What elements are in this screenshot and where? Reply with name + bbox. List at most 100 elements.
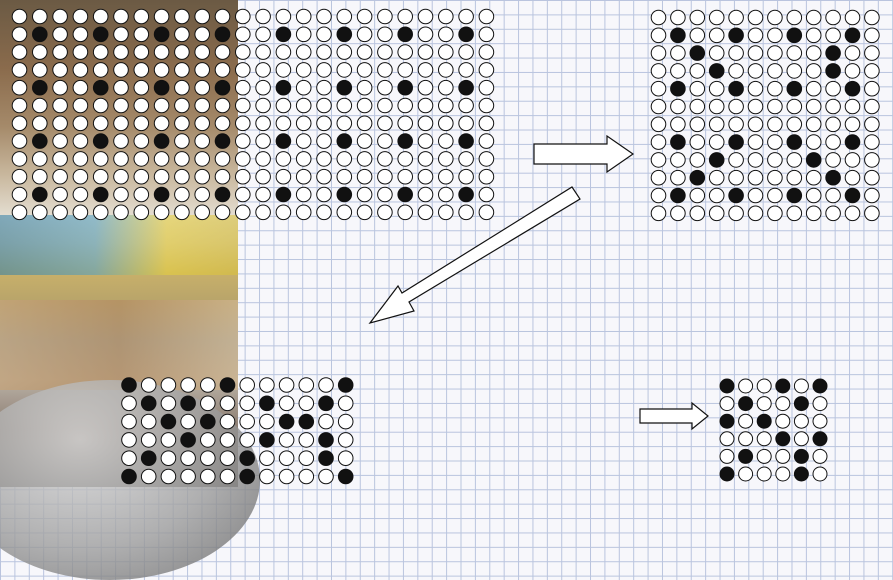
empty-dot [709,135,724,150]
empty-dot [122,433,137,448]
empty-dot [757,467,771,481]
empty-dot [418,9,433,24]
empty-dot [134,116,149,131]
filled-dot [459,80,474,95]
empty-dot [53,187,68,202]
empty-dot [296,27,311,42]
empty-dot [175,45,190,60]
filled-dot [141,396,156,411]
filled-dot [806,153,821,168]
empty-dot [195,63,210,78]
empty-dot [93,152,108,167]
empty-dot [195,80,210,95]
empty-dot [439,152,454,167]
empty-dot [122,451,137,466]
filled-dot [338,469,353,484]
empty-dot [357,134,372,149]
empty-dot [33,63,48,78]
empty-dot [690,10,705,25]
empty-dot [122,396,137,411]
empty-dot [357,9,372,24]
filled-dot [154,134,169,149]
filled-dot [709,64,724,79]
empty-dot [671,206,686,221]
empty-dot [748,46,763,61]
filled-dot [459,134,474,149]
empty-dot [729,206,744,221]
filled-dot [459,27,474,42]
empty-dot [418,27,433,42]
empty-dot [845,206,860,221]
empty-dot [33,169,48,184]
filled-dot [845,188,860,203]
empty-dot [236,45,251,60]
empty-dot [53,45,68,60]
empty-dot [768,99,783,114]
empty-dot [690,153,705,168]
empty-dot [296,80,311,95]
empty-dot [73,45,88,60]
filled-dot [776,432,790,446]
empty-dot [195,45,210,60]
empty-dot [236,27,251,42]
empty-dot [865,46,880,61]
empty-dot [459,45,474,60]
empty-dot [154,169,169,184]
empty-dot [378,169,393,184]
filled-dot [240,451,255,466]
empty-dot [729,10,744,25]
empty-dot [154,116,169,131]
empty-dot [813,467,827,481]
empty-dot [690,117,705,132]
filled-dot [671,135,686,150]
empty-dot [671,170,686,185]
empty-dot [748,10,763,25]
empty-dot [317,98,332,113]
empty-dot [865,99,880,114]
empty-dot [220,433,235,448]
empty-dot [33,205,48,220]
empty-dot [806,135,821,150]
empty-dot [768,28,783,43]
empty-dot [338,451,353,466]
empty-dot [865,188,880,203]
empty-dot [690,64,705,79]
filled-dot [794,397,808,411]
empty-dot [787,10,802,25]
empty-dot [276,205,291,220]
empty-dot [195,27,210,42]
empty-dot [865,153,880,168]
empty-dot [134,80,149,95]
empty-dot [398,63,413,78]
empty-dot [319,378,334,393]
empty-dot [114,116,129,131]
empty-dot [787,64,802,79]
empty-dot [296,9,311,24]
empty-dot [114,27,129,42]
empty-dot [141,414,156,429]
empty-dot [729,99,744,114]
empty-dot [709,99,724,114]
empty-dot [826,117,841,132]
empty-dot [806,99,821,114]
empty-dot [748,170,763,185]
empty-dot [260,451,275,466]
empty-dot [220,469,235,484]
empty-dot [418,152,433,167]
empty-dot [220,414,235,429]
empty-dot [12,45,27,60]
filled-dot [729,188,744,203]
filled-dot [276,80,291,95]
empty-dot [398,45,413,60]
empty-dot [279,469,294,484]
empty-dot [134,134,149,149]
empty-dot [134,187,149,202]
empty-dot [215,63,230,78]
empty-dot [175,9,190,24]
empty-dot [459,98,474,113]
empty-dot [357,152,372,167]
empty-dot [651,188,666,203]
empty-dot [757,432,771,446]
empty-dot [479,134,494,149]
empty-dot [73,134,88,149]
